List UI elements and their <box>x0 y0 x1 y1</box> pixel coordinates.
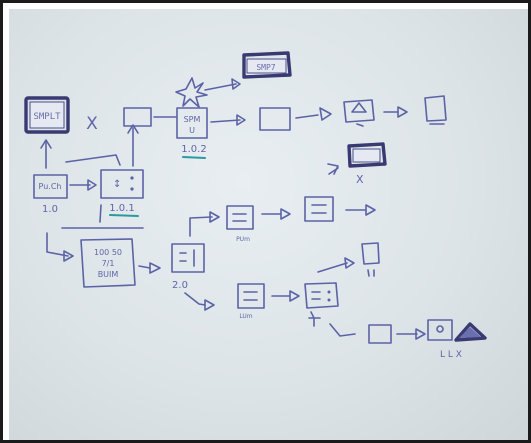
process-line1: 100 50 <box>94 248 122 257</box>
arrowhead-low-1 <box>204 299 215 311</box>
connector-1-0-top <box>65 154 121 166</box>
arrowhead-up-1-0-1 <box>127 124 139 134</box>
label-1-0-2: 1.0.2 <box>181 144 206 155</box>
dash-top-seq-1 <box>295 114 319 119</box>
arrowhead-top-seq-1 <box>319 107 332 121</box>
arrowhead-bottom-1 <box>415 328 426 340</box>
end-label: L L X <box>440 350 462 360</box>
node-top-seq-1 <box>259 107 291 131</box>
arrowhead-mid-3 <box>365 204 376 216</box>
x-mark-b: X <box>356 173 364 186</box>
arrowhead-start <box>40 139 52 149</box>
node-low-1 <box>237 283 265 309</box>
node-top-screen-label: SMP7 <box>256 63 275 72</box>
node-1-0-2-line2: U <box>189 126 195 135</box>
node-2-0 <box>171 243 205 273</box>
node-top-screen: SMP7 <box>242 51 292 79</box>
node-top-seq-3 <box>424 95 447 125</box>
node-1-0: Pu.Ch <box>33 174 68 199</box>
node-mid-1 <box>226 205 254 230</box>
line-2-0-up <box>189 216 213 237</box>
node-1-0-1: ↕ <box>100 169 144 199</box>
line-bottom-row <box>329 323 356 337</box>
node-mid-2 <box>304 196 334 222</box>
line-to-right-node <box>317 262 348 273</box>
arrow-1-0-2-right <box>210 119 241 123</box>
starburst-icon <box>175 77 208 108</box>
small-label-a: PUm <box>236 236 250 243</box>
arrowhead-mid-1 <box>209 211 220 223</box>
node-1-0-1-glyph-a: ↕ <box>113 179 121 190</box>
line-2-0-down <box>184 292 206 306</box>
x-mark: X <box>86 114 98 134</box>
label-1-0-1: 1.0.1 <box>109 203 134 214</box>
node-bottom-1 <box>368 324 392 344</box>
node-right-small <box>361 242 380 277</box>
arrowhead-right-node <box>344 257 355 269</box>
node-start-label: SMPLT <box>33 112 61 122</box>
node-low-2 <box>304 282 339 309</box>
label-2-0: 2.0 <box>172 280 188 291</box>
arrowhead-low-2 <box>289 290 300 302</box>
node-bottom-2 <box>427 319 453 341</box>
node-dark-square <box>347 142 387 168</box>
arrowhead-1-0-2-right <box>236 114 246 126</box>
node-1-0-text: Pu.Ch <box>39 182 62 191</box>
process-line3: BUIM <box>98 270 119 279</box>
arrow-to-top-screen <box>204 83 237 91</box>
process-line2: 7/1 <box>102 259 115 268</box>
node-1-0-2: SPM U <box>175 77 208 139</box>
arrowhead-process <box>63 250 74 262</box>
dash-to-2-0 <box>138 265 151 269</box>
label-1-0: 1.0 <box>42 204 58 215</box>
arrowhead-mid-2 <box>280 208 291 220</box>
arrow-to-process <box>46 232 69 257</box>
arrowhead-top-seq-2 <box>397 106 408 118</box>
arrowhead-top-screen <box>231 78 241 90</box>
paper-background <box>9 9 528 440</box>
node-end-dark <box>454 322 487 342</box>
arrowhead-1-0-1 <box>87 179 97 191</box>
underline-1-0-1 <box>109 214 139 217</box>
node-1-0-2-line1: SPM <box>184 115 201 124</box>
drop-line-1-0-1 <box>99 204 102 223</box>
arrowhead-dark-square <box>327 163 339 175</box>
small-label-b: LUm <box>239 313 252 320</box>
node-start: SMPLT <box>24 96 70 134</box>
node-small-square <box>123 107 152 127</box>
node-process-box: 100 50 7/1 BUIM <box>80 238 136 288</box>
underline-1-0-2 <box>182 156 206 159</box>
node-top-seq-2 <box>343 99 375 127</box>
arrowhead-2-0 <box>149 262 161 274</box>
small-glyph-low <box>308 311 321 327</box>
